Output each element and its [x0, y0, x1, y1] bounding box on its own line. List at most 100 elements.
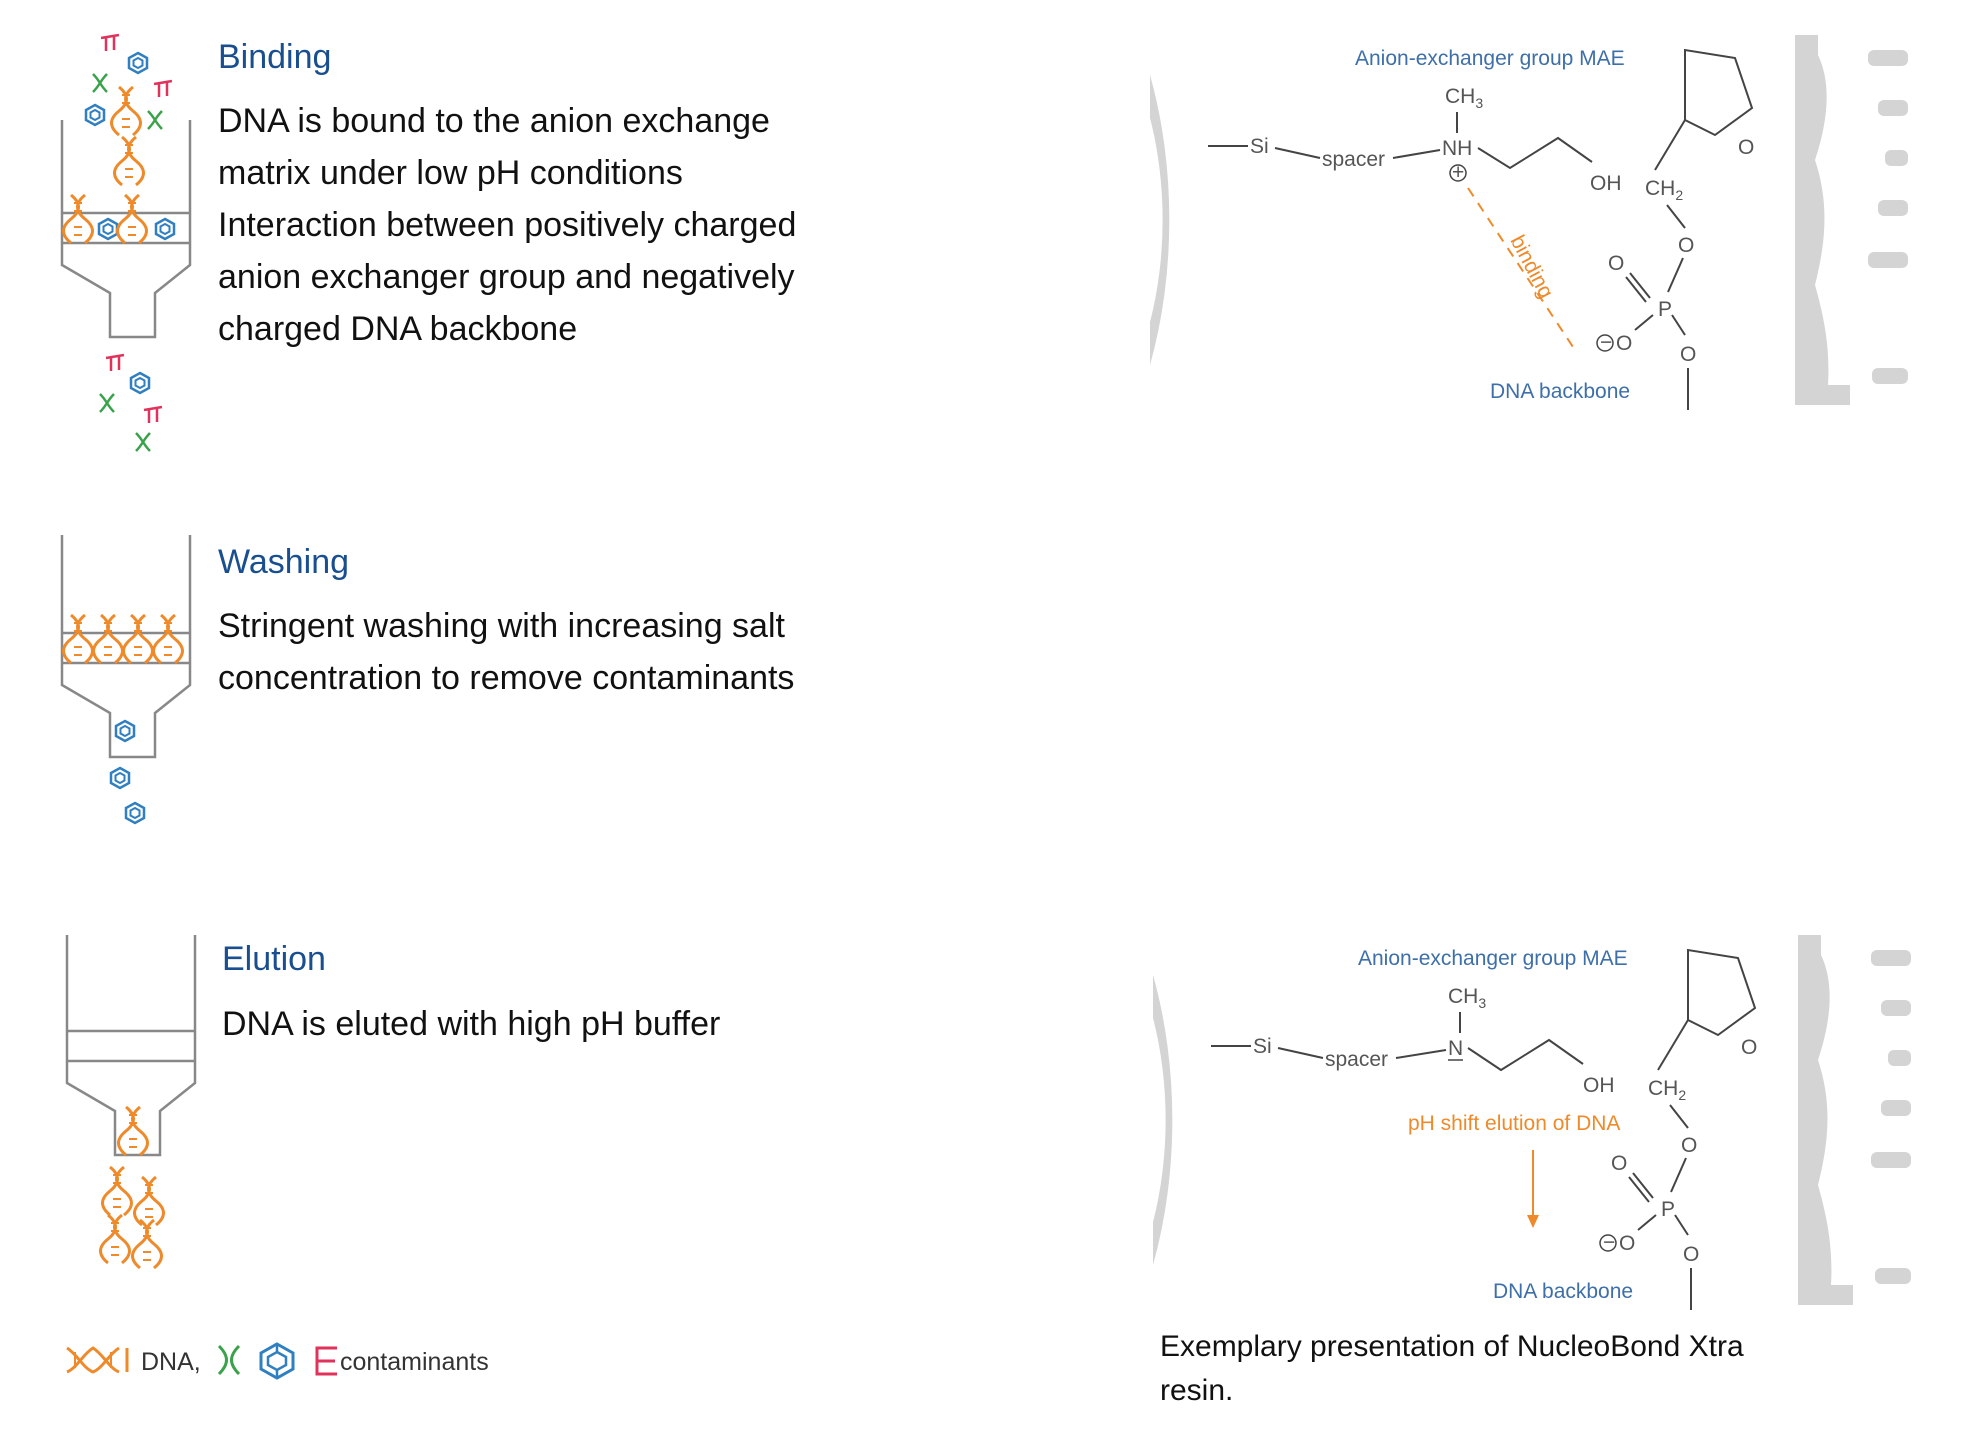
contaminant-blue-icon [154, 217, 176, 241]
ph-shift-label: pH shift elution of DNA [1408, 1112, 1620, 1135]
oh-group: OH [1583, 1074, 1615, 1097]
binding-backbone-label: DNA backbone [1490, 380, 1630, 403]
sugar-ring [1684, 48, 1754, 137]
binding-interaction-line [1467, 187, 1576, 351]
dna-icon [110, 85, 142, 137]
elution-backbone-label: DNA backbone [1493, 1280, 1633, 1303]
washing-line: concentration to remove contaminants [218, 659, 795, 697]
double-bond-oxygen: O [1611, 1152, 1627, 1175]
legend-dna-icon [66, 1346, 129, 1374]
ch3-group: CH3 [1445, 85, 1483, 111]
contaminant-blue-icon [259, 1342, 295, 1380]
elution-description: DNA is eluted with high pH buffer [222, 998, 922, 1050]
binding-group-label: Anion-exchanger group MAE [1355, 47, 1625, 70]
resin-bead [1150, 75, 1170, 365]
resin-bead [1153, 975, 1173, 1265]
binding-line: Interaction between positively charged [218, 206, 797, 244]
ch2-group: CH2 [1648, 1077, 1686, 1103]
dna-icon [62, 613, 94, 665]
phosphorus-atom: P [1661, 1198, 1675, 1221]
negative-charge-icon [1599, 1234, 1617, 1252]
caption-line: Exemplary presentation of NucleoBond Xtr… [1160, 1330, 1744, 1363]
bottom-oxygen: O [1683, 1243, 1699, 1266]
caption-line: resin. [1160, 1374, 1234, 1407]
figure-caption: Exemplary presentation of NucleoBond Xtr… [1160, 1325, 1860, 1413]
elution-column-illustration [65, 935, 197, 1270]
elution-chemistry-diagram: Anion-exchanger group MAE Si spacer N CH… [1153, 935, 1911, 1310]
negative-charge-sign: − [1600, 331, 1612, 354]
sugar-ring [1687, 948, 1757, 1037]
binding-column-illustration [60, 33, 192, 453]
contaminant-red-icon [142, 405, 164, 425]
contaminant-blue-icon [84, 103, 106, 127]
dna-icon [122, 613, 154, 665]
ring-oxygen: O [1738, 136, 1754, 159]
contaminant-blue-icon [109, 766, 131, 790]
n-atom: N [1448, 1037, 1463, 1060]
positive-charge-icon [1449, 164, 1467, 182]
elution-line: DNA is eluted with high pH buffer [222, 1005, 721, 1043]
dna-icon [92, 613, 124, 665]
contaminant-red-icon [104, 353, 126, 373]
nh-atom: NH [1442, 137, 1472, 160]
binding-chemistry-diagram: Anion-exchanger group MAE Si spacer NH C… [1150, 35, 1908, 410]
dna-icon [116, 193, 148, 245]
washing-description: Stringent washing with increasing salt c… [218, 600, 918, 704]
dna-icon [152, 613, 184, 665]
negative-charge-icon [1596, 334, 1614, 352]
binding-line: charged DNA backbone [218, 310, 578, 348]
contaminant-green-icon [134, 431, 152, 453]
dna-icon [117, 1105, 149, 1157]
dna-icon [62, 193, 94, 245]
contaminant-red-icon [315, 1346, 337, 1376]
contaminant-green-icon [217, 1344, 241, 1376]
contaminant-green-icon [91, 72, 109, 94]
contaminant-green-icon [98, 392, 116, 414]
dna-icon [113, 135, 145, 187]
si-atom: Si [1250, 135, 1269, 158]
legend-contaminant-icons [217, 1342, 337, 1380]
ester-oxygen: O [1678, 234, 1694, 257]
contaminant-red-icon [99, 33, 121, 53]
washing-title: Washing [218, 543, 350, 581]
binding-description: DNA is bound to the anion exchange matri… [218, 95, 918, 355]
charged-oxygen: O [1616, 332, 1632, 355]
phosphorus-atom: P [1658, 298, 1672, 321]
legend-contaminants-label: contaminants [340, 1348, 489, 1376]
dna-strand-background [1795, 35, 1850, 405]
arrow-down-icon [1527, 1215, 1539, 1228]
elution-title: Elution [222, 940, 326, 978]
contaminant-blue-icon [124, 801, 146, 825]
binding-label: binding [1506, 232, 1558, 303]
bottom-oxygen: O [1680, 343, 1696, 366]
contaminant-red-icon [152, 79, 174, 99]
spacer-label: spacer [1325, 1048, 1388, 1071]
contaminant-blue-icon [114, 719, 136, 743]
washing-column-illustration [60, 535, 192, 825]
elution-group-label: Anion-exchanger group MAE [1358, 947, 1628, 970]
oh-group: OH [1590, 172, 1622, 195]
ch2-group: CH2 [1645, 177, 1683, 203]
dna-icon [133, 1175, 165, 1227]
contaminant-blue-icon [129, 371, 151, 395]
legend-dna-label: DNA, [141, 1348, 201, 1376]
contaminant-green-icon [146, 109, 164, 131]
binding-line: DNA is bound to the anion exchange [218, 102, 770, 140]
ring-oxygen: O [1741, 1036, 1757, 1059]
washing-line: Stringent washing with increasing salt [218, 607, 785, 645]
contaminant-blue-icon [127, 51, 149, 75]
ester-oxygen: O [1681, 1134, 1697, 1157]
dna-icon [99, 1213, 131, 1265]
binding-line: anion exchanger group and negatively [218, 258, 795, 296]
contaminant-blue-icon [97, 217, 119, 241]
dna-icon [101, 1165, 133, 1217]
dna-icon [131, 1218, 163, 1270]
negative-charge-sign: − [1603, 1231, 1615, 1254]
binding-line: matrix under low pH conditions [218, 154, 683, 192]
double-bond-oxygen: O [1608, 252, 1624, 275]
ch3-group: CH3 [1448, 985, 1486, 1011]
dna-strand-background [1798, 935, 1853, 1305]
spacer-label: spacer [1322, 148, 1385, 171]
positive-charge-sign: + [1452, 161, 1464, 184]
binding-title: Binding [218, 38, 332, 76]
